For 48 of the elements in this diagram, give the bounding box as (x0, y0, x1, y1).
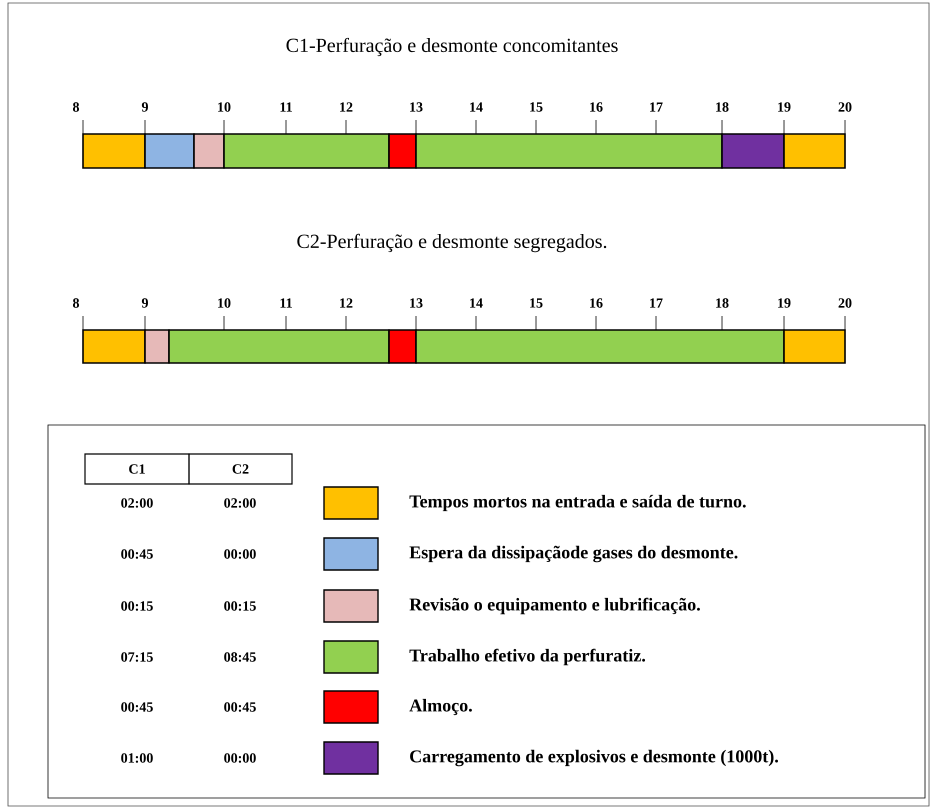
tick-label: 11 (280, 298, 292, 308)
tick-label: 17 (650, 102, 663, 112)
tick-label: 9 (142, 298, 148, 308)
tick-label: 19 (778, 102, 790, 112)
legend-label: Carregamento de explosivos e desmonte (1000t). (410, 750, 778, 766)
tick-label: 16 (590, 298, 603, 308)
tick-label: 13 (410, 102, 423, 112)
legend-label: Tempos mortos na entrada e saída de turno. (409, 494, 746, 512)
table-cell: 00:15 (224, 601, 256, 611)
tick-label: 10 (218, 298, 230, 308)
header-cell: C1 (84, 453, 190, 485)
table-cell: 00:00 (224, 549, 256, 559)
tick-label: 8 (72, 298, 80, 308)
tick-label: 10 (218, 102, 230, 112)
tick-label: 18 (716, 102, 729, 112)
tick-label: 20 (838, 102, 852, 112)
tick-label: 13 (410, 298, 423, 308)
tick-label: 14 (470, 298, 483, 308)
tick-label: 14 (470, 102, 483, 112)
tick-label: 15 (530, 298, 542, 308)
table-cell: 00:45 (121, 702, 153, 712)
chart-title: C2-Perfuração e desmonte segregados. (297, 234, 606, 252)
table-cell: 07:15 (121, 652, 153, 662)
tick-label: 8 (72, 102, 80, 112)
tick-label: 12 (340, 102, 352, 112)
table-cell: 00:45 (121, 549, 153, 559)
legend-label: Almoço. (409, 698, 472, 716)
tick-label: 18 (716, 298, 729, 308)
tick-label: 9 (142, 102, 148, 112)
table-cell: 02:00 (121, 498, 153, 508)
table-cell: 01:00 (121, 753, 153, 763)
legend-label: Revisão o equipamento e lubrificação. (410, 598, 700, 614)
table-cell: 00:00 (224, 753, 256, 763)
table-cell: 08:45 (224, 652, 256, 662)
legend-label: Espera da dissipaçãode gases do desmonte. (410, 546, 738, 562)
tick-label: 20 (838, 298, 852, 308)
tick-label: 15 (530, 102, 542, 112)
header-cell: C2 (188, 453, 293, 485)
legend-label: Trabalho efetivo da perfuratiz. (409, 648, 646, 666)
tick-label: 16 (590, 102, 603, 112)
tick-label: 17 (650, 298, 663, 308)
table-cell: 00:45 (224, 702, 256, 712)
tick-label: 19 (778, 298, 790, 308)
tick-label: 12 (340, 298, 352, 308)
table-cell: 00:15 (121, 601, 153, 611)
tick-label: 11 (280, 102, 292, 112)
chart-title: C1-Perfuração e desmonte concomitantes (286, 38, 618, 56)
table-cell: 02:00 (224, 498, 256, 508)
